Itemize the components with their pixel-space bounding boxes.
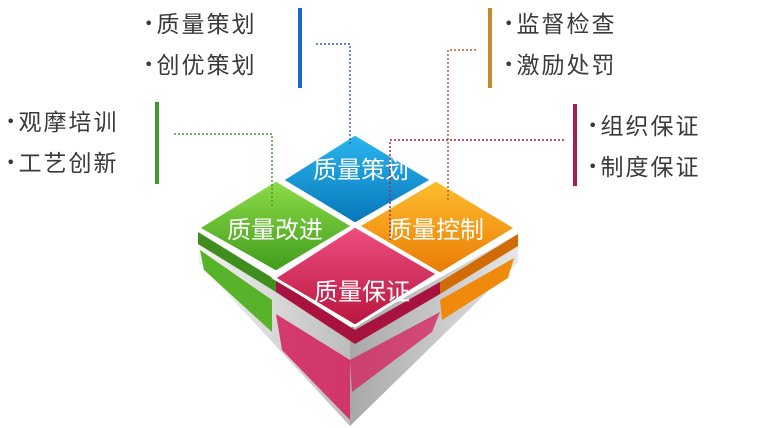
bullet-item: •监督检查 (504, 4, 616, 45)
bullet-group-mid-left: •观摩培训 •工艺创新 (6, 102, 118, 184)
side-stripe-pink-right (350, 312, 440, 392)
side-stripe-pink-left (276, 314, 350, 420)
connector-mid-right (389, 139, 564, 240)
connector-top-right (447, 49, 476, 200)
connector-top-left (316, 43, 351, 144)
bullet-label: 工艺创新 (18, 151, 119, 177)
bullet-item: •创优策划 (144, 45, 256, 86)
accent-bar-mid-left (155, 102, 159, 184)
bullet-item: •激励处罚 (504, 45, 616, 86)
bullet-dot-icon: • (588, 157, 600, 176)
bullet-label: 创优策划 (156, 53, 257, 79)
bullet-dot-icon: • (504, 55, 516, 74)
connectors (174, 43, 564, 240)
tile-top: 质量策划 (279, 132, 435, 226)
bullet-dot-icon: • (144, 55, 156, 74)
side-stripe-green (200, 250, 272, 332)
tile-bottom-label: 质量保证 (314, 278, 410, 306)
bullet-dot-icon: • (504, 14, 516, 33)
tile-bottom: 质量保证 (271, 224, 441, 328)
bullet-dot-icon: • (588, 116, 600, 135)
accent-bar-top-left (298, 8, 302, 88)
bullet-group-top-right: •监督检查 •激励处罚 (504, 4, 616, 86)
pyramid-base (198, 232, 518, 426)
bullet-label: 激励处罚 (516, 53, 617, 79)
bullet-item: •质量策划 (144, 4, 256, 45)
accent-bar-top-right (488, 8, 492, 88)
accent-bar-mid-right (573, 104, 577, 186)
bullet-dot-icon: • (6, 153, 18, 172)
bullet-label: 制度保证 (600, 155, 701, 181)
tile-left-label: 质量改进 (227, 216, 323, 244)
bullet-group-mid-right: •组织保证 •制度保证 (588, 106, 700, 188)
tile-left: 质量改进 (195, 178, 356, 274)
bullet-label: 观摩培训 (18, 110, 119, 136)
bullet-item: •组织保证 (588, 106, 700, 147)
bullet-label: 监督检查 (516, 12, 617, 38)
bullet-item: •工艺创新 (6, 143, 118, 184)
bullet-item: •制度保证 (588, 147, 700, 188)
bullet-label: 组织保证 (600, 114, 701, 140)
bullet-group-top-left: •质量策划 •创优策划 (144, 4, 256, 86)
tile-edges (198, 232, 518, 344)
bullet-label: 质量策划 (156, 12, 257, 38)
bullet-dot-icon: • (144, 14, 156, 33)
connector-mid-left (174, 133, 273, 206)
side-stripe-orange (440, 258, 514, 320)
tile-right-label: 质量控制 (388, 216, 484, 244)
bullet-dot-icon: • (6, 112, 18, 131)
bullet-item: •观摩培训 (6, 102, 118, 143)
tile-top-label: 质量策划 (313, 156, 409, 184)
